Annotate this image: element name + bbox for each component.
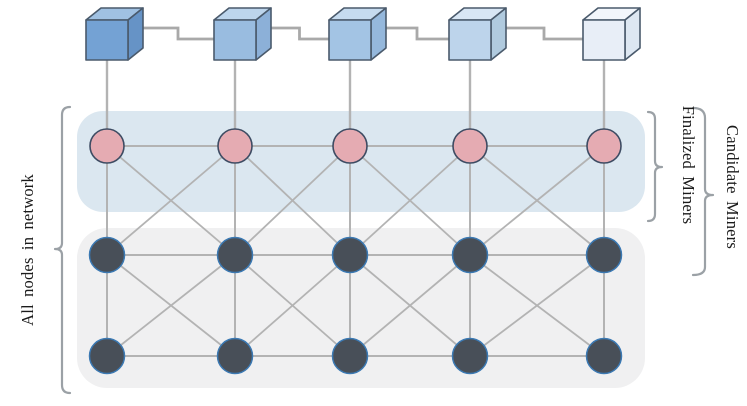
block-cube: [213, 7, 272, 61]
network-node: [585, 236, 623, 274]
finalized-miners-bracket: [646, 110, 664, 223]
cube-front-face: [448, 19, 492, 61]
finalized-miners-box: [77, 111, 645, 212]
all-nodes-label: All nodes in network: [18, 174, 37, 326]
all-nodes-bracket: [53, 105, 72, 395]
network-nodes: [88, 236, 623, 375]
chain-link: [503, 26, 584, 41]
cube-front-face: [85, 19, 129, 61]
finalized-miner-node: [89, 128, 125, 164]
edge-diagonal: [234, 254, 351, 357]
block-cube: [582, 7, 641, 61]
edge-diagonal: [234, 145, 351, 256]
block-cube: [328, 7, 387, 61]
edge-diagonal: [106, 145, 236, 256]
network-node: [451, 236, 489, 274]
chain-link: [383, 26, 450, 41]
edge-diagonal: [106, 254, 236, 357]
cube-front-face: [213, 19, 257, 61]
finalized-miner-node: [452, 128, 488, 164]
chain-link: [268, 26, 330, 41]
blockchain-blocks: [85, 7, 641, 61]
network-node: [451, 337, 489, 375]
cube-front-face: [582, 19, 626, 61]
edge-diagonal: [469, 145, 605, 256]
blockchain-links: [140, 26, 584, 41]
finalized-miner-nodes: [89, 128, 622, 164]
edge-diagonal: [349, 254, 471, 357]
finalized-miners-label: Finalized Miners: [679, 106, 698, 224]
edge-diagonal: [349, 145, 471, 256]
finalized-miner-node: [586, 128, 622, 164]
edge-diagonal: [469, 254, 605, 357]
network-node: [88, 337, 126, 375]
cube-front-face: [328, 19, 372, 61]
network-node: [216, 236, 254, 274]
network-node: [331, 236, 369, 274]
block-cube: [448, 7, 507, 61]
network-node: [585, 337, 623, 375]
finalized-miner-node: [332, 128, 368, 164]
candidate-miners-label: Candidate Miners: [723, 125, 742, 249]
network-node: [216, 337, 254, 375]
chain-link: [140, 26, 215, 41]
finalized-miner-node: [217, 128, 253, 164]
block-cube: [85, 7, 144, 61]
candidate-miners-bracket: [691, 106, 715, 277]
network-node: [331, 337, 369, 375]
network-node: [88, 236, 126, 274]
